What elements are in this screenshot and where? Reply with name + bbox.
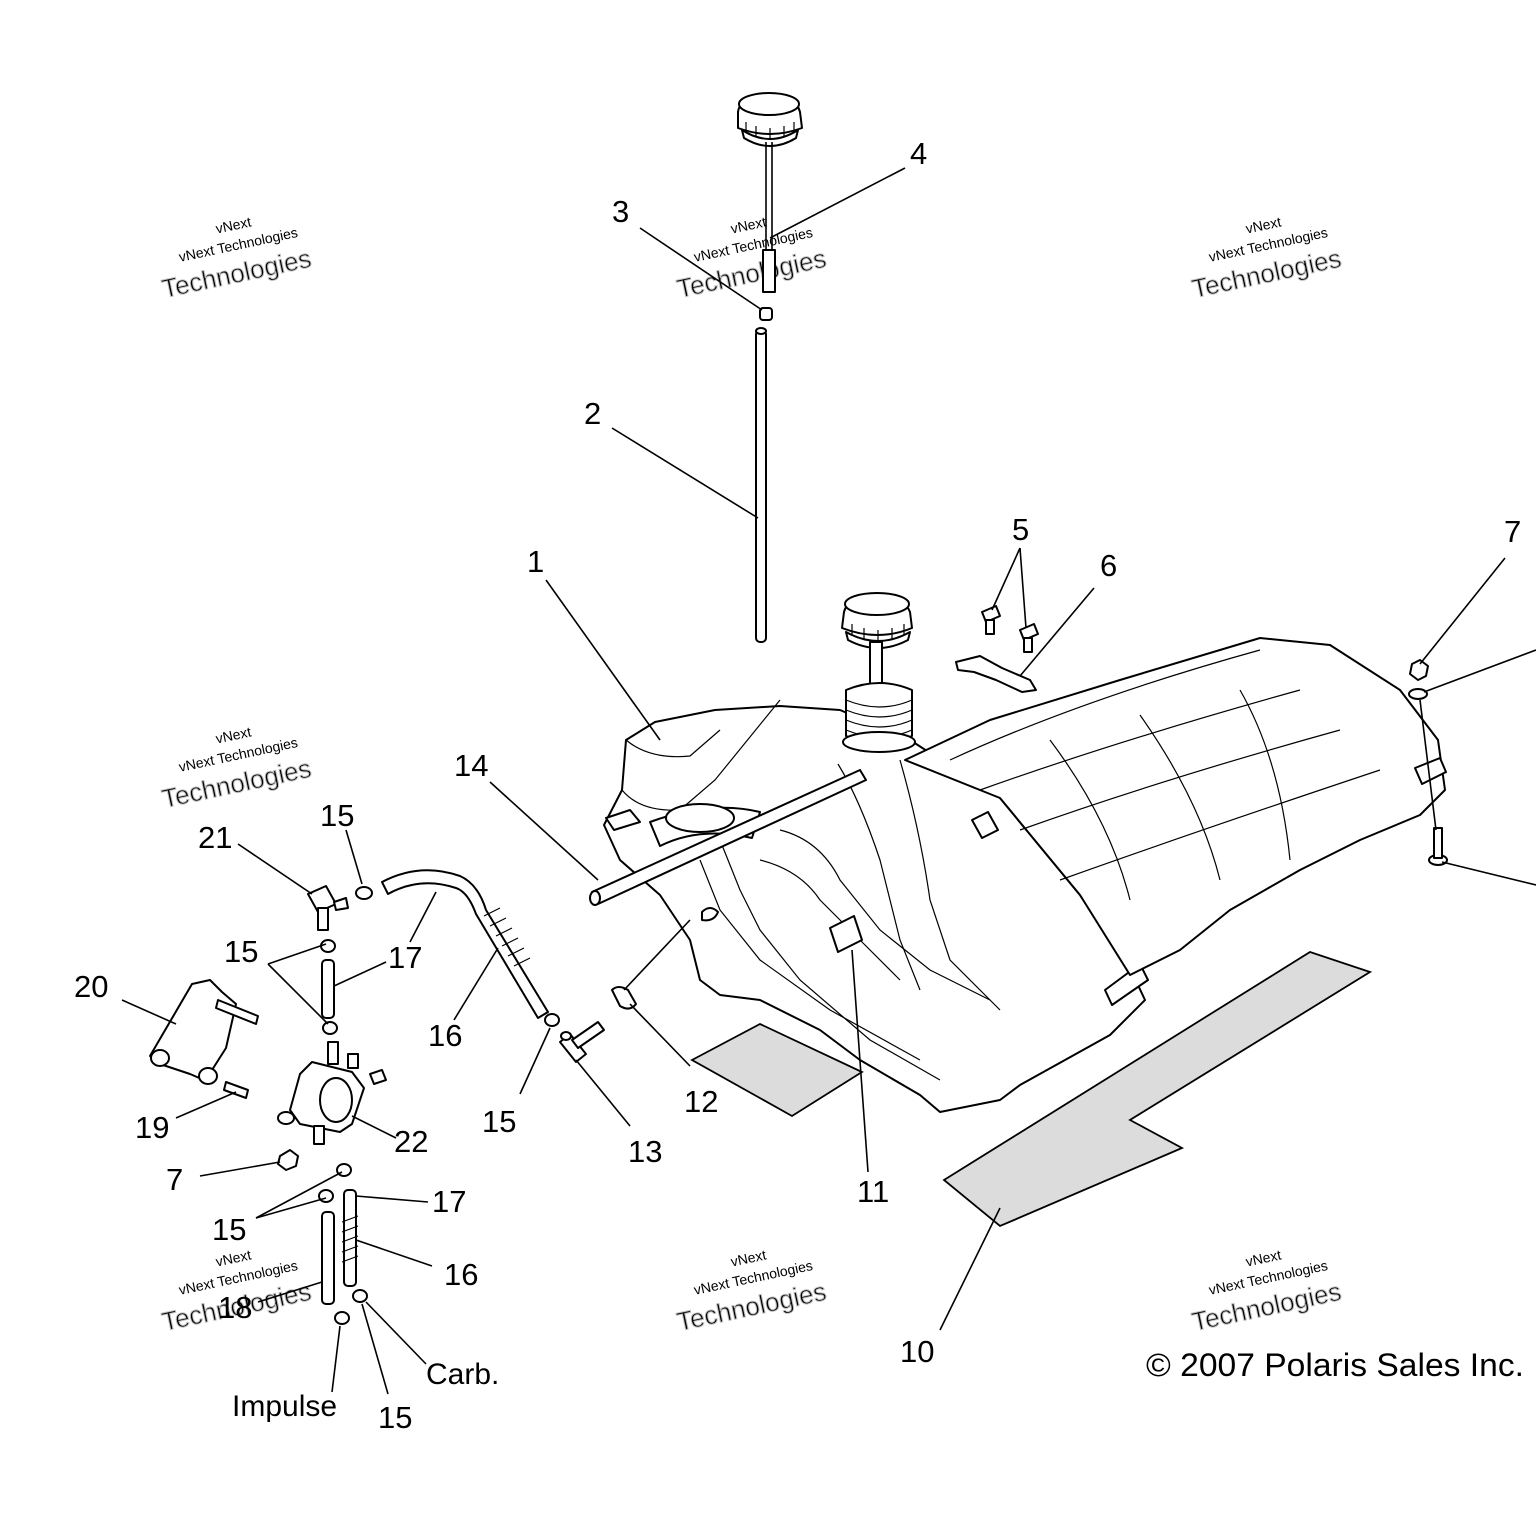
callout-3: 3	[612, 194, 629, 229]
callout-11: 11	[857, 1174, 889, 1209]
nut-part	[277, 1149, 299, 1171]
callout-22: 22	[394, 1124, 428, 1159]
tank-pad-part	[690, 1022, 864, 1118]
pump-bracket-part	[149, 979, 259, 1099]
callout-17: 17	[388, 940, 422, 975]
fuel-shutoff-part	[307, 885, 349, 931]
clamp-part	[322, 1021, 338, 1035]
tank-pad-part	[942, 951, 1373, 1228]
svg-text:vNext: vNext	[1244, 213, 1282, 236]
nut-part	[1409, 659, 1429, 681]
bolt-part	[1428, 827, 1448, 866]
svg-text:vNext: vNext	[214, 213, 252, 236]
grommet-part	[611, 986, 637, 1010]
screw-part	[981, 605, 1001, 635]
clamp-part	[544, 1013, 560, 1027]
washer-part	[1408, 688, 1428, 700]
fuel-cap-gauge-part	[737, 92, 803, 293]
svg-text:vNext: vNext	[729, 213, 767, 236]
callout-1: 1	[527, 544, 544, 579]
svg-text:vNext: vNext	[214, 723, 252, 746]
watermark: vNext vNext Technologies Technologies	[674, 1246, 830, 1337]
clamp-part	[320, 939, 336, 953]
vent-line-part	[589, 769, 867, 906]
svg-text:vNext: vNext	[1244, 1246, 1282, 1269]
grommet-part	[759, 307, 773, 321]
clamp-part	[334, 1311, 350, 1325]
callout-12: 12	[684, 1084, 718, 1119]
hose-part	[321, 959, 335, 1019]
callout-16: 16	[444, 1257, 478, 1292]
screw-part	[1019, 623, 1039, 653]
watermark: vNext vNext Technologies Technologies	[1189, 213, 1345, 304]
callout-15: 15	[320, 798, 354, 833]
callout-13: 13	[628, 1134, 662, 1169]
callout-2: 2	[584, 396, 601, 431]
callout-15: 15	[482, 1104, 516, 1139]
callout-15: 15	[212, 1212, 246, 1247]
callout-21: 21	[198, 820, 232, 855]
impulse-label: Impulse	[232, 1390, 337, 1423]
watermark: vNext vNext Technologies Technologies	[159, 213, 315, 304]
callout-20: 20	[74, 969, 108, 1004]
watermark: vNext vNext Technologies Technologies	[159, 723, 315, 814]
bracket-part	[955, 655, 1037, 693]
callout-4: 4	[910, 136, 927, 171]
elbow-fitting-part	[559, 1021, 605, 1063]
callout-15: 15	[378, 1400, 412, 1435]
carb-label: Carb.	[426, 1358, 499, 1391]
svg-text:vNext: vNext	[214, 1246, 252, 1269]
svg-text:vNext: vNext	[729, 1246, 767, 1269]
callout-16: 16	[428, 1018, 462, 1053]
leader-lines	[121, 167, 1536, 1395]
seat-cover-part	[904, 637, 1447, 976]
watermark: vNext vNext Technologies Technologies	[674, 213, 830, 304]
impulse-hose-part	[321, 1211, 335, 1305]
callout-7: 7	[166, 1162, 183, 1197]
vent-tube-part	[755, 327, 767, 643]
callout-14: 14	[454, 748, 488, 783]
copyright-text: © 2007 Polaris Sales Inc.	[1146, 1347, 1524, 1383]
callout-5: 5	[1012, 512, 1029, 547]
callout-7: 7	[1504, 514, 1521, 549]
callout-19: 19	[135, 1110, 169, 1145]
callout-6: 6	[1100, 548, 1117, 583]
callout-18: 18	[218, 1290, 252, 1325]
fuel-pump-part	[277, 1041, 387, 1145]
watermark: vNext vNext Technologies Technologies	[1189, 1246, 1345, 1337]
hose-part	[341, 1189, 359, 1287]
callout-15: 15	[224, 934, 258, 969]
clamp-part	[355, 886, 373, 900]
callout-10: 10	[900, 1334, 934, 1369]
tank-fuel-cap-part	[841, 592, 916, 753]
fuel-hose-part	[381, 869, 549, 1019]
callout-labels: 1 2 3 4 5 6 7 7 10 11 12 13 14 15 15 15 …	[74, 136, 1521, 1435]
fuel-tank-part	[603, 699, 1149, 1113]
clamp-part	[352, 1289, 368, 1303]
callout-17: 17	[432, 1184, 466, 1219]
